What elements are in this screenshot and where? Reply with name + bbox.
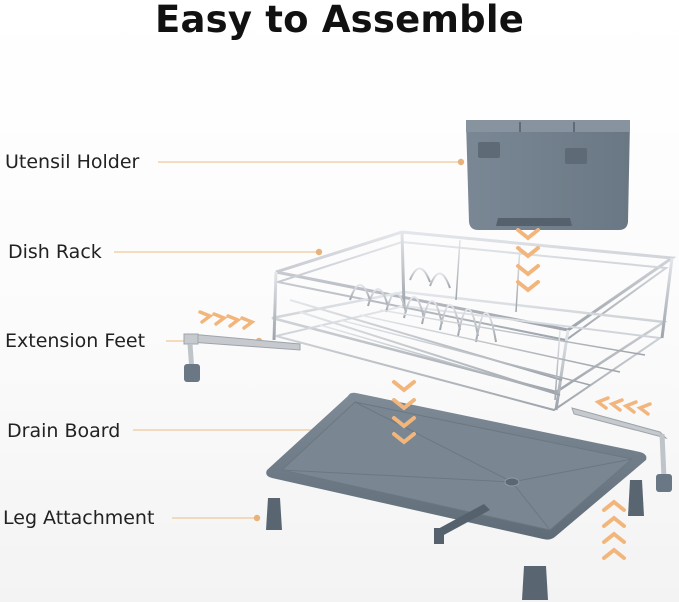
arrows-feet-right — [198, 310, 256, 330]
arrows-feet-left — [594, 396, 652, 416]
label-utensil-holder: Utensil Holder — [5, 151, 140, 173]
utensil-holder — [466, 120, 630, 230]
arrows-board-down — [392, 380, 416, 445]
drain-board — [266, 392, 647, 544]
arrows-holder-down — [516, 228, 540, 293]
label-dish-rack: Dish Rack — [8, 241, 102, 263]
arrows-leg-up — [602, 499, 626, 560]
page-title: Easy to Assemble — [154, 0, 525, 41]
label-extension-feet: Extension Feet — [5, 330, 146, 352]
label-leg-attachment: Leg Attachment — [3, 507, 155, 529]
extension-feet — [183, 333, 672, 492]
label-drain-board: Drain Board — [7, 420, 121, 442]
dish-rack — [271, 230, 677, 412]
leg-attachments — [266, 480, 644, 600]
